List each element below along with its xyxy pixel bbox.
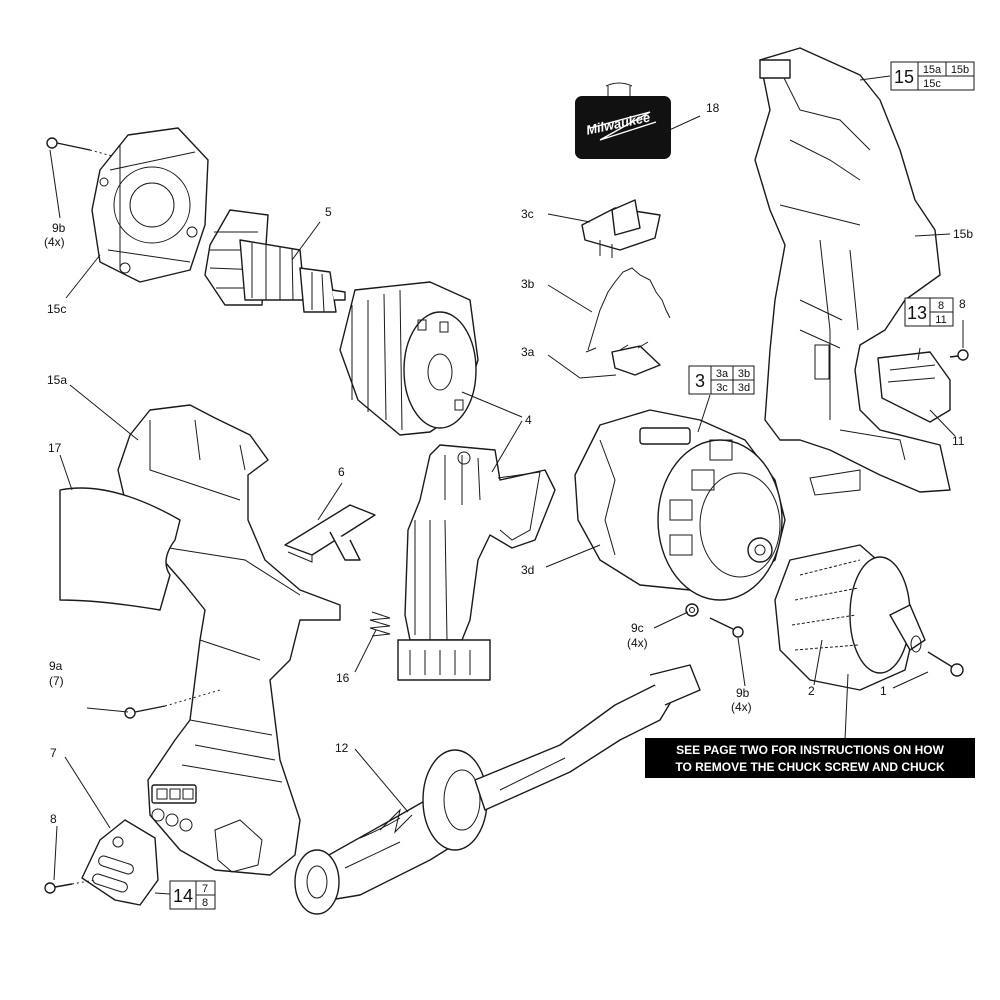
label-9b-right-qty: (4x) — [731, 700, 752, 714]
label-15c: 15c — [47, 302, 66, 316]
box15-sub-b: 15b — [951, 64, 969, 76]
motor-end-cap — [91, 127, 209, 283]
part-3b-spring — [585, 267, 671, 353]
washer-9c — [685, 603, 699, 617]
chuck-removal-note: SEE PAGE TWO FOR INSTRUCTIONS ON HOW TO … — [645, 738, 975, 778]
box13-sub-b: 11 — [935, 314, 946, 326]
label-5: 5 — [325, 205, 332, 219]
note-line-2: TO REMOVE THE CHUCK SCREW AND CHUCK — [675, 760, 945, 774]
label-9a: 9a — [49, 659, 63, 673]
label-17 — [59, 487, 181, 611]
stator — [339, 281, 479, 436]
label-6: 6 — [338, 465, 345, 479]
housing-half-15b — [754, 47, 951, 496]
trigger-switch — [397, 444, 556, 681]
label-8-right: 8 — [959, 297, 966, 311]
label-3b: 3b — [521, 277, 535, 291]
label-3d: 3d — [521, 563, 534, 577]
label-4: 4 — [525, 413, 532, 427]
armature — [204, 209, 346, 313]
box13-main: 13 — [907, 303, 927, 323]
label-8-left: 8 — [50, 812, 57, 826]
chuck-screw — [927, 651, 964, 677]
direction-switch — [284, 504, 376, 563]
label-9b-left-qty: (4x) — [44, 235, 65, 249]
label-9b-left: 9b — [52, 221, 66, 235]
side-handle — [294, 664, 701, 915]
box3-main: 3 — [695, 371, 705, 391]
box15-sub-a: 15a — [923, 64, 942, 76]
label-9c: 9c — [631, 621, 644, 635]
note-line-1: SEE PAGE TWO FOR INSTRUCTIONS ON HOW — [676, 743, 944, 757]
box14-sub-b: 8 — [202, 897, 208, 909]
part-3c-clip — [581, 199, 661, 258]
label-3c: 3c — [521, 207, 534, 221]
label-18: 18 — [706, 101, 720, 115]
label-3a: 3a — [521, 345, 535, 359]
part-11 — [877, 351, 951, 423]
box3-sub-d: 3d — [738, 382, 750, 394]
label-16: 16 — [336, 671, 350, 685]
kit-box-15: 15 15a 15b 15c — [890, 61, 975, 91]
box3-sub-b: 3b — [738, 368, 750, 380]
box14-sub-a: 7 — [202, 883, 208, 895]
chuck — [774, 544, 926, 691]
kit-box-14: 14 7 8 — [169, 880, 216, 910]
box14-main: 14 — [173, 886, 193, 906]
bit-holder-7 — [81, 819, 159, 906]
housing-half-15a — [117, 404, 341, 876]
gearbox — [574, 409, 786, 601]
screw-8-right — [949, 349, 969, 361]
box3-sub-a: 3a — [716, 368, 729, 380]
label-9b-right: 9b — [736, 686, 750, 700]
screw-9b-right — [709, 617, 744, 638]
label-15a: 15a — [47, 373, 67, 387]
box15-sub-c: 15c — [923, 78, 941, 90]
box15-main: 15 — [894, 67, 914, 87]
part-3a-contacts — [611, 341, 661, 376]
part-labels: 9b (4x) 15c 5 3c 3b 3a 4 18 15b 8 11 15a… — [44, 101, 973, 826]
label-12: 12 — [335, 741, 349, 755]
label-15b: 15b — [953, 227, 973, 241]
label-7: 7 — [50, 746, 57, 760]
kit-box-13: 13 8 11 — [904, 297, 954, 327]
label-2: 2 — [808, 684, 815, 698]
label-9a-qty: (7) — [49, 674, 64, 688]
box13-sub-a: 8 — [938, 300, 944, 312]
screw-9b-left — [46, 137, 113, 157]
kit-box-3: 3 3a 3b 3c 3d — [688, 365, 755, 395]
label-1: 1 — [880, 684, 887, 698]
box3-sub-c: 3c — [716, 382, 728, 394]
screw-9a — [124, 689, 221, 719]
label-11: 11 — [952, 434, 965, 448]
screw-8-left — [44, 879, 96, 894]
spring-16 — [369, 611, 391, 637]
carrying-case: Milwaukee — [575, 82, 671, 159]
label-9c-qty: (4x) — [627, 636, 648, 650]
label-17: 17 — [48, 441, 62, 455]
leader-lines — [49, 75, 964, 895]
